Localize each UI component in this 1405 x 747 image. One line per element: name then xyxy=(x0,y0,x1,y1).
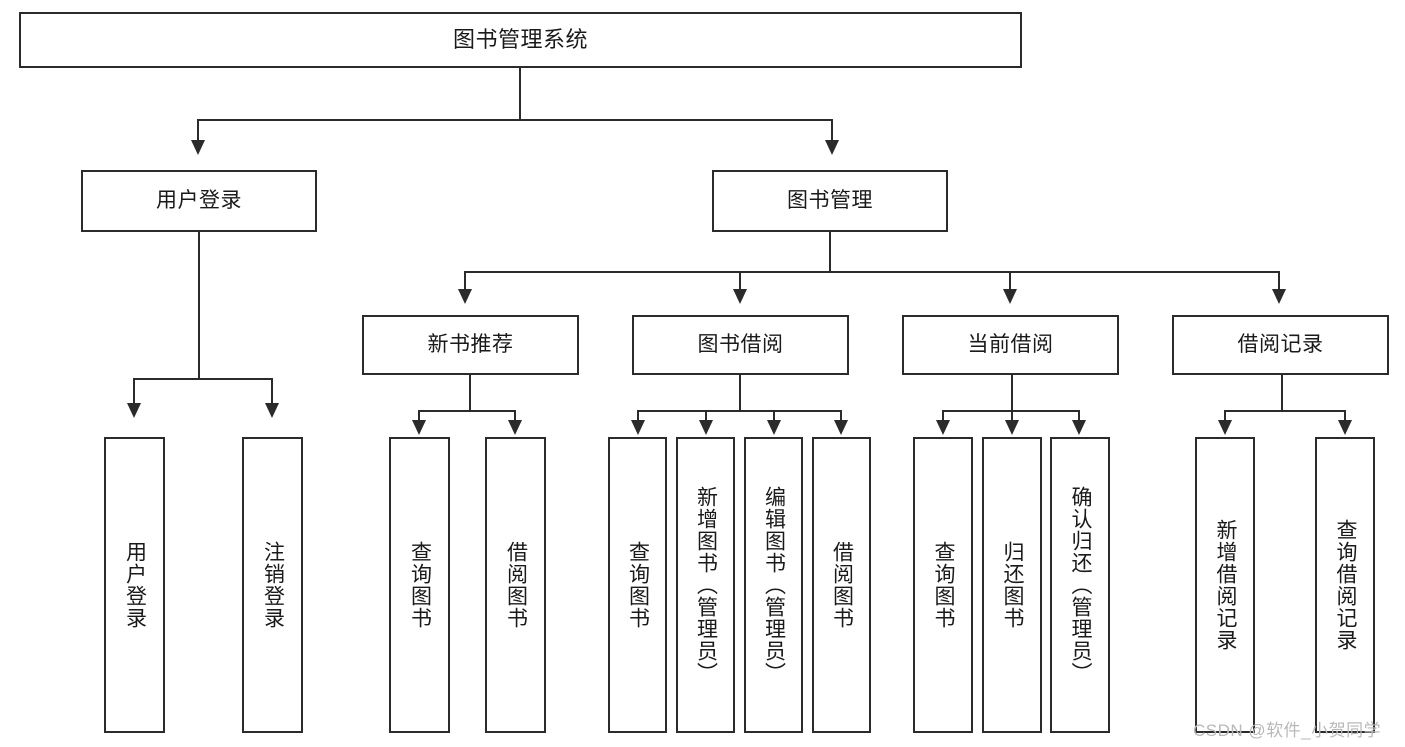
edge-borrow-record-bus xyxy=(1224,410,1345,412)
node-label: 用户登录 xyxy=(156,189,242,213)
node-label: 当前借阅 xyxy=(967,333,1054,357)
edge-book-borrow-leaf1 xyxy=(637,410,639,424)
edge-book-borrow-bus xyxy=(637,410,842,412)
leaf-current-borrow-return-book[interactable]: 归还图书 xyxy=(982,437,1042,733)
edge-book-borrow-leaf3 xyxy=(773,410,775,424)
edge-bm-to-book-borrow xyxy=(739,271,741,293)
node-label: 借阅图书 xyxy=(504,541,528,629)
arrowhead-book-borrow-leaf1 xyxy=(631,420,645,435)
edge-new-book-leaf2 xyxy=(514,410,516,424)
edge-root-to-user-login xyxy=(197,119,199,144)
leaf-borrow-record-query-record[interactable]: 查询借阅记录 xyxy=(1315,437,1375,733)
edge-root-bus xyxy=(197,119,833,121)
edge-current-borrow-down xyxy=(1011,375,1013,411)
node-book-borrow[interactable]: 图书借阅 xyxy=(632,315,849,375)
node-label: 查询图书 xyxy=(932,541,956,629)
leaf-book-borrow-query-book[interactable]: 查询图书 xyxy=(608,437,667,733)
leaf-book-borrow-add-book-admin[interactable]: 新增图书（管理员） xyxy=(676,437,735,733)
node-label: 借阅图书 xyxy=(830,541,854,629)
leaf-current-borrow-query-book[interactable]: 查询图书 xyxy=(913,437,973,733)
arrowhead-book-borrow-leaf3 xyxy=(767,420,781,435)
node-book-management[interactable]: 图书管理 xyxy=(712,170,948,232)
edge-bm-to-new-book xyxy=(464,271,466,293)
edge-borrow-record-down xyxy=(1281,375,1283,411)
arrowhead-user-login-leaf2 xyxy=(265,403,279,418)
arrowhead-to-current-borrow xyxy=(1003,289,1017,304)
edge-current-borrow-leaf2 xyxy=(1011,410,1013,424)
edge-borrow-record-leaf2 xyxy=(1344,410,1346,424)
node-label: 用户登录 xyxy=(123,541,147,629)
edge-book-borrow-leaf4 xyxy=(840,410,842,424)
leaf-book-borrow-borrow-book[interactable]: 借阅图书 xyxy=(812,437,871,733)
leaf-new-book-query-book[interactable]: 查询图书 xyxy=(389,437,450,733)
edge-bm-to-borrow-record xyxy=(1278,271,1280,293)
edge-new-book-bus xyxy=(418,410,516,412)
arrowhead-borrow-record-leaf1 xyxy=(1218,420,1232,435)
arrowhead-to-book-management xyxy=(825,140,839,155)
node-label: 新增图书（管理员） xyxy=(694,486,718,684)
arrowhead-current-borrow-leaf3 xyxy=(1072,420,1086,435)
leaf-user-login-logout[interactable]: 注销登录 xyxy=(242,437,303,733)
leaf-book-borrow-edit-book-admin[interactable]: 编辑图书（管理员） xyxy=(744,437,803,733)
node-label: 图书管理系统 xyxy=(452,26,588,52)
edge-user-login-down xyxy=(198,232,200,379)
edge-new-book-down xyxy=(469,375,471,411)
edge-book-management-down xyxy=(829,232,831,272)
edge-user-login-leaf2 xyxy=(271,378,273,407)
node-new-book-recommend[interactable]: 新书推荐 xyxy=(362,315,579,375)
node-label: 编辑图书（管理员） xyxy=(762,486,786,684)
arrowhead-book-borrow-leaf4 xyxy=(834,420,848,435)
edge-current-borrow-leaf1 xyxy=(942,410,944,424)
node-label: 查询借阅记录 xyxy=(1334,519,1358,651)
edge-root-down xyxy=(519,68,521,120)
node-label: 查询图书 xyxy=(626,541,650,629)
edge-book-management-bus xyxy=(464,271,1280,273)
edge-root-to-book-management xyxy=(831,119,833,144)
arrowhead-new-book-leaf2 xyxy=(508,420,522,435)
edge-user-login-leaf1 xyxy=(133,378,135,407)
edge-new-book-leaf1 xyxy=(418,410,420,424)
edge-current-borrow-leaf3 xyxy=(1078,410,1080,424)
edge-book-borrow-leaf2 xyxy=(705,410,707,424)
arrowhead-to-user-login xyxy=(191,140,205,155)
node-label: 归还图书 xyxy=(1001,541,1025,629)
arrowhead-current-borrow-leaf2 xyxy=(1005,420,1019,435)
arrowhead-new-book-leaf1 xyxy=(412,420,426,435)
node-label: 新增借阅记录 xyxy=(1214,519,1238,651)
arrowhead-borrow-record-leaf2 xyxy=(1338,420,1352,435)
leaf-user-login-login[interactable]: 用户登录 xyxy=(104,437,165,733)
edge-bm-to-current-borrow xyxy=(1009,271,1011,293)
leaf-current-borrow-confirm-return-admin[interactable]: 确认归还（管理员） xyxy=(1050,437,1110,733)
arrowhead-current-borrow-leaf1 xyxy=(936,420,950,435)
node-label: 新书推荐 xyxy=(427,333,514,357)
edge-borrow-record-leaf1 xyxy=(1224,410,1226,424)
node-root-book-management-system[interactable]: 图书管理系统 xyxy=(19,12,1022,68)
node-user-login[interactable]: 用户登录 xyxy=(81,170,317,232)
node-label: 查询图书 xyxy=(408,541,432,629)
arrowhead-book-borrow-leaf2 xyxy=(699,420,713,435)
node-label: 注销登录 xyxy=(261,541,285,629)
arrowhead-to-borrow-record xyxy=(1272,289,1286,304)
arrowhead-to-book-borrow xyxy=(733,289,747,304)
node-label: 确认归还（管理员） xyxy=(1069,486,1093,684)
arrowhead-user-login-leaf1 xyxy=(127,403,141,418)
arrowhead-to-new-book xyxy=(458,289,472,304)
node-borrow-record[interactable]: 借阅记录 xyxy=(1172,315,1389,375)
node-current-borrow[interactable]: 当前借阅 xyxy=(902,315,1119,375)
edge-book-borrow-down xyxy=(739,375,741,411)
leaf-new-book-borrow-book[interactable]: 借阅图书 xyxy=(485,437,546,733)
edge-user-login-bus xyxy=(133,378,271,380)
node-label: 借阅记录 xyxy=(1237,333,1324,357)
node-label: 图书借阅 xyxy=(697,333,784,357)
leaf-borrow-record-add-record[interactable]: 新增借阅记录 xyxy=(1195,437,1255,733)
node-label: 图书管理 xyxy=(787,189,873,213)
